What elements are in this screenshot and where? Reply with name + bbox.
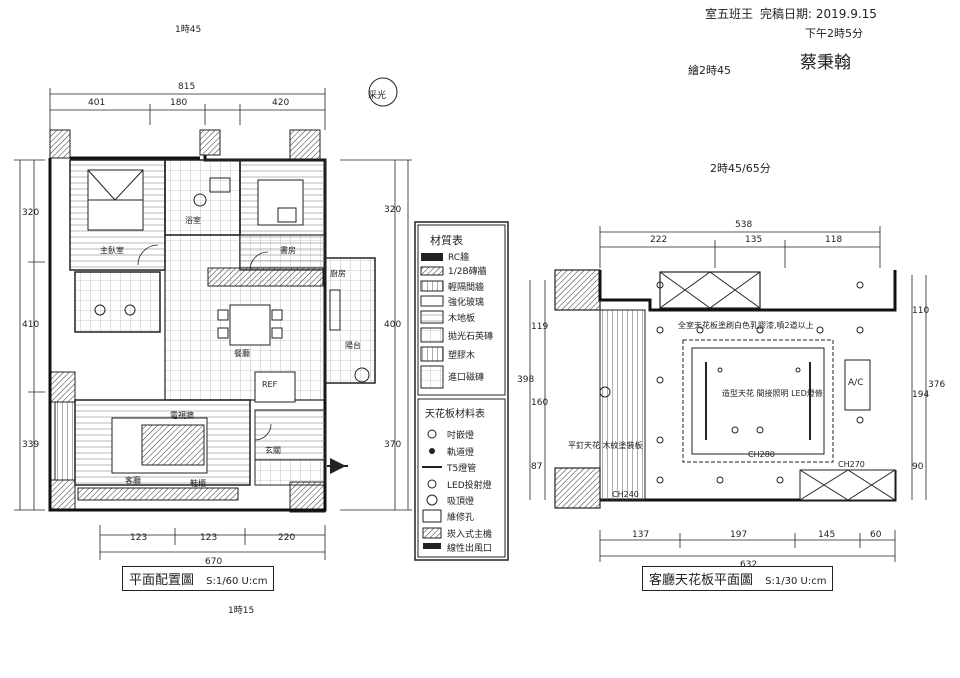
ceiling-symbols bbox=[422, 429, 442, 549]
material-row: 塑膠木 bbox=[448, 351, 476, 361]
cp-dim-bottom-b: 197 bbox=[730, 530, 748, 540]
room-fridge: REF bbox=[262, 380, 278, 389]
ceiling-plan-scale: S:1/30 U:cm bbox=[765, 576, 827, 587]
cp-dim-left-c: 87 bbox=[531, 462, 543, 472]
cp-ch-3: CH270 bbox=[838, 460, 865, 469]
cp-dim-bottom-overall: 632 bbox=[740, 560, 758, 570]
materials-title: 材質表 bbox=[430, 234, 463, 247]
material-row: 輕隔間牆 bbox=[448, 283, 485, 293]
cp-dim-right-overall: 376 bbox=[928, 380, 946, 390]
fp-dim-bottom-b: 123 bbox=[200, 533, 218, 543]
room-kitchen: 廚房 bbox=[330, 269, 346, 278]
ceiling-legend-title: 天花板材料表 bbox=[425, 409, 485, 420]
fp-dim-top-c: 420 bbox=[272, 98, 290, 108]
cp-dim-left-overall: 398 bbox=[517, 375, 535, 385]
page-tick-top: 1時45 bbox=[175, 25, 202, 35]
floor-plan-title: 平面配置圖 bbox=[129, 573, 195, 588]
cp-dim-top-c: 118 bbox=[825, 235, 843, 245]
fp-dim-top-a: 401 bbox=[88, 98, 106, 108]
fp-dim-right-b: 400 bbox=[384, 320, 402, 330]
class-label: 室五班王 bbox=[705, 7, 754, 21]
cp-dim-left-a: 119 bbox=[531, 322, 549, 332]
ceiling-legend-row: 崁入式主機 bbox=[447, 530, 493, 540]
material-row: RC牆 bbox=[448, 253, 470, 263]
author-name: 蔡秉翰 bbox=[800, 53, 851, 73]
legend-panel bbox=[414, 221, 509, 561]
cp-dim-bottom-d: 60 bbox=[870, 530, 882, 540]
room-tv-wall: 電視牆 bbox=[170, 411, 194, 420]
room-dining: 餐廳 bbox=[234, 349, 250, 358]
cp-dim-top-b: 135 bbox=[745, 235, 763, 245]
ceiling-legend-row: T5燈管 bbox=[447, 464, 477, 474]
ceiling-legend-row: 吋嵌燈 bbox=[447, 431, 475, 441]
fp-dim-bottom-overall: 670 bbox=[205, 557, 223, 567]
fp-dim-top-b: 180 bbox=[170, 98, 188, 108]
fp-dim-right-c: 370 bbox=[384, 440, 402, 450]
room-balcony: 陽台 bbox=[345, 341, 361, 350]
cp-center-note: 造型天花 間接照明 LED燈條 bbox=[722, 389, 823, 398]
ceiling-legend-row: 線性出風口 bbox=[447, 544, 493, 554]
ceiling-plan-title-box: 客廳天花板平面圖 S:1/30 U:cm bbox=[642, 566, 834, 591]
cp-dim-left-b: 160 bbox=[531, 398, 549, 408]
ceiling-plan bbox=[529, 226, 927, 562]
room-living: 客廳 bbox=[125, 476, 141, 485]
room-bath: 浴室 bbox=[185, 216, 201, 225]
fp-dim-left-a: 320 bbox=[22, 208, 40, 218]
cp-left-note: 平釘天花 木紋塗裝板 bbox=[568, 441, 643, 450]
material-row: 1/2B磚牆 bbox=[448, 267, 487, 277]
material-row: 進口磁磚 bbox=[448, 373, 485, 383]
elapsed-time: 2時45/65分 bbox=[710, 162, 771, 175]
room-master-bed: 主臥室 bbox=[100, 246, 124, 255]
ceiling-legend-row: 吸頂燈 bbox=[447, 497, 475, 507]
fp-dim-bottom-a: 123 bbox=[130, 533, 148, 543]
floor-plan-title-box: 平面配置圖 S:1/60 U:cm bbox=[122, 566, 275, 591]
room-study: 書房 bbox=[280, 246, 296, 255]
cp-dim-right-c: 90 bbox=[912, 462, 924, 472]
ceiling-legend-row: 維修孔 bbox=[447, 513, 475, 523]
completion-date: 完稿日期: 2019.9.15 bbox=[760, 7, 877, 21]
cp-dim-bottom-a: 137 bbox=[632, 530, 650, 540]
material-row: 強化玻璃 bbox=[448, 298, 485, 308]
ceiling-legend-row: LED投射燈 bbox=[447, 481, 492, 491]
room-shoe-cab: 鞋櫃 bbox=[190, 479, 206, 488]
page-tick-bottom: 1時15 bbox=[228, 606, 255, 616]
material-swatches bbox=[420, 253, 444, 389]
cp-dim-bottom-c: 145 bbox=[818, 530, 836, 540]
ceiling-plan-title: 客廳天花板平面圖 bbox=[649, 573, 754, 588]
floor-plan bbox=[14, 88, 412, 560]
fp-dim-right-a: 320 bbox=[384, 205, 402, 215]
fp-dim-left-b: 410 bbox=[22, 320, 40, 330]
ceiling-legend-row: 軌道燈 bbox=[447, 448, 475, 458]
cp-dim-right-a: 110 bbox=[912, 306, 930, 316]
cp-ac: A/C bbox=[848, 378, 864, 388]
room-entry: 玄關 bbox=[265, 446, 281, 455]
fp-dim-bottom-c: 220 bbox=[278, 533, 296, 543]
cp-dim-top-overall: 538 bbox=[735, 220, 753, 230]
fp-dim-left-c: 339 bbox=[22, 440, 40, 450]
cp-ch-2: CH240 bbox=[612, 490, 639, 499]
material-row: 木地板 bbox=[448, 314, 476, 324]
floor-plan-scale: S:1/60 U:cm bbox=[206, 576, 268, 587]
cp-top-note: 全室天花板塗刷白色乳膠漆,噴2道以上 bbox=[678, 321, 814, 330]
cp-dim-top-a: 222 bbox=[650, 235, 668, 245]
fp-dim-top-overall: 815 bbox=[178, 82, 196, 92]
completion-time: 下午2時5分 bbox=[805, 27, 863, 40]
draw-time-label: 繪2時45 bbox=[688, 64, 731, 77]
material-row: 拋光石英磚 bbox=[448, 332, 494, 342]
cp-dim-right-b: 194 bbox=[912, 390, 930, 400]
cp-ch-1: CH280 bbox=[748, 450, 775, 459]
fp-hand-note: 采光 bbox=[368, 91, 387, 101]
